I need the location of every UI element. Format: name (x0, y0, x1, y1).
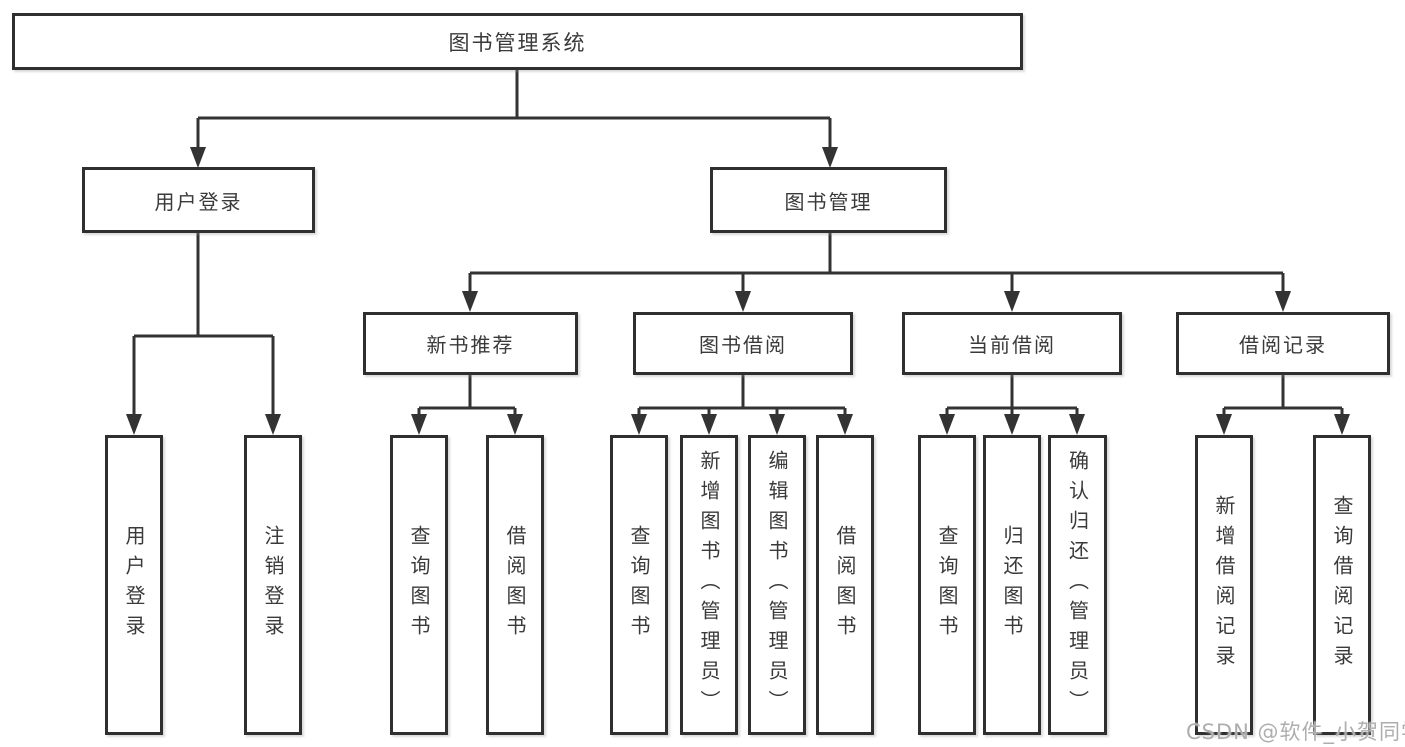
leaf-logout: 注销登录 (244, 435, 302, 735)
connector-book-borrow-children (637, 375, 847, 414)
node-label: 借阅图书 (833, 525, 857, 645)
leaf-borrow-books: 借阅图书 (816, 435, 874, 735)
arrowhead-book-borrow (735, 291, 751, 312)
leaf-user-login: 用户登录 (105, 435, 163, 735)
node-label: 新增图书（管理员） (697, 450, 721, 720)
leaf-query-books-borrow: 查询图书 (610, 435, 668, 735)
arrowhead-book-management (822, 147, 838, 168)
node-root-library-system: 图书管理系统 (12, 13, 1023, 70)
arrowhead-borrow-records (1275, 291, 1291, 312)
node-label: 借阅记录 (1239, 333, 1327, 357)
arrowhead-leaf-logout (265, 414, 281, 435)
arrowhead-leaf (769, 414, 785, 435)
node-current-borrowing: 当前借阅 (902, 312, 1122, 375)
node-label: 查询图书 (627, 525, 651, 645)
leaf-add-book-admin: 新增图书（管理员） (680, 435, 738, 735)
connector-current-borrow-children (945, 375, 1079, 414)
node-user-login: 用户登录 (82, 167, 315, 233)
node-label: 查询图书 (407, 525, 431, 645)
node-label: 新增借阅记录 (1212, 495, 1236, 675)
arrowhead-leaf (1216, 414, 1232, 435)
arrowhead-leaf (1004, 414, 1020, 435)
node-label: 用户登录 (122, 525, 146, 645)
node-label: 查询图书 (935, 525, 959, 645)
node-label: 图书管理系统 (448, 30, 587, 55)
node-label: 查询借阅记录 (1330, 495, 1354, 675)
node-borrowing-records: 借阅记录 (1176, 312, 1390, 375)
leaf-confirm-return-admin: 确认归还（管理员） (1048, 435, 1107, 735)
node-label: 新书推荐 (426, 333, 515, 357)
node-label: 借阅图书 (503, 525, 527, 645)
arrowhead-leaf (507, 414, 523, 435)
arrowhead-leaf (837, 414, 853, 435)
leaf-edit-book-admin: 编辑图书（管理员） (748, 435, 806, 735)
node-label: 确认归还（管理员） (1065, 450, 1090, 720)
node-label: 图书管理 (784, 189, 873, 214)
arrowhead-leaf (1069, 414, 1085, 435)
connector-borrow-records-children (1222, 375, 1344, 414)
node-label: 用户登录 (154, 189, 243, 214)
node-label: 当前借阅 (968, 333, 1056, 357)
node-label: 图书借阅 (699, 333, 787, 357)
leaf-add-borrow-record: 新增借阅记录 (1195, 435, 1253, 735)
node-book-borrowing: 图书借阅 (633, 312, 853, 375)
connector-user-login-children (132, 232, 275, 414)
leaf-borrow-books-recommend: 借阅图书 (486, 435, 544, 735)
arrowhead-leaf-user-login (126, 414, 142, 435)
leaf-return-books: 归还图书 (983, 435, 1041, 735)
arrowhead-new-book (462, 291, 478, 312)
node-label: 归还图书 (1000, 525, 1024, 645)
node-label: 编辑图书（管理员） (765, 450, 789, 720)
connector-new-book-children (417, 375, 517, 414)
arrowhead-leaf (411, 414, 427, 435)
watermark-csdn: CSDN @软件_小贺同学 (1186, 720, 1405, 744)
arrowhead-leaf (1334, 414, 1350, 435)
node-new-book-recommend: 新书推荐 (363, 312, 578, 375)
arrowhead-leaf (701, 414, 717, 435)
connector-root-to-level2 (196, 69, 832, 147)
node-label: 注销登录 (261, 525, 285, 645)
leaf-query-borrow-record: 查询借阅记录 (1313, 435, 1371, 735)
connector-book-management-children (468, 232, 1285, 291)
node-book-management: 图书管理 (710, 167, 947, 233)
leaf-query-books-current: 查询图书 (918, 435, 976, 735)
arrowhead-leaf (631, 414, 647, 435)
arrowhead-leaf (939, 414, 955, 435)
arrowhead-user-login (190, 147, 206, 168)
leaf-query-books-recommend: 查询图书 (390, 435, 448, 735)
arrowhead-current-borrow (1004, 291, 1020, 312)
